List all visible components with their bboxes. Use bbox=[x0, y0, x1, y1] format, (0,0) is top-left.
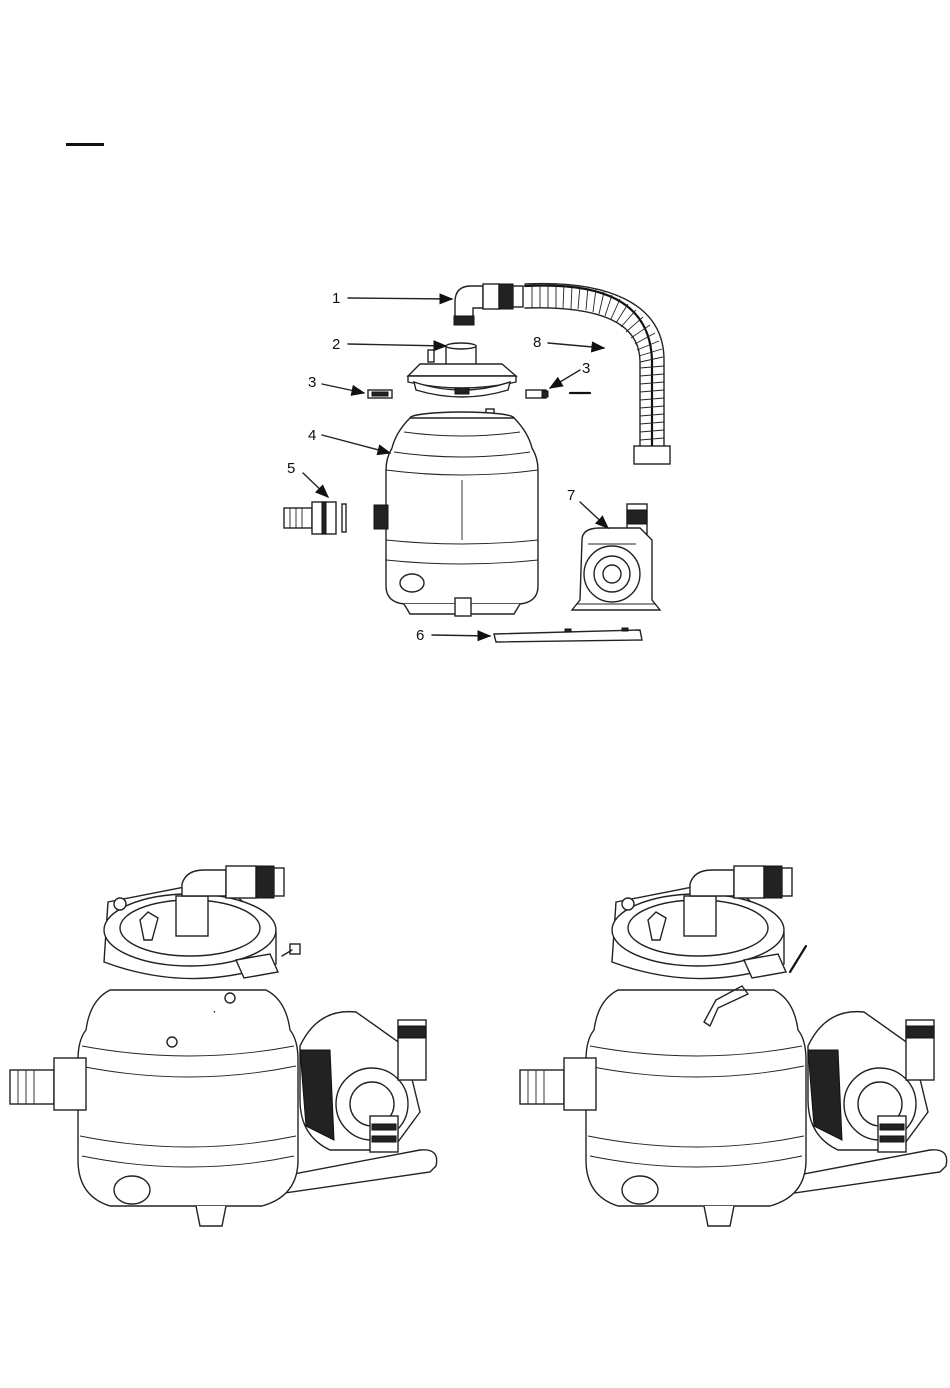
part-3-clamp-right bbox=[526, 390, 590, 398]
part-2-lid bbox=[408, 343, 516, 397]
callout-1: 1 bbox=[332, 290, 452, 307]
callout-3-right: 3 bbox=[550, 360, 590, 388]
callout-3-left: 3 bbox=[308, 374, 364, 393]
assembled-view-right bbox=[520, 866, 947, 1226]
callout-7: 7 bbox=[567, 487, 608, 528]
part-5-hose-connector bbox=[284, 502, 346, 534]
svg-text:1: 1 bbox=[332, 290, 340, 307]
part-8-hose bbox=[525, 284, 670, 464]
lid-left bbox=[104, 866, 300, 1003]
tank-right bbox=[520, 990, 806, 1226]
callout-6: 6 bbox=[416, 627, 490, 644]
svg-text:2: 2 bbox=[332, 336, 340, 353]
assembled-view-left bbox=[10, 866, 437, 1226]
callout-8: 8 bbox=[533, 334, 604, 351]
part-3-clamp-left bbox=[368, 390, 392, 398]
pump-right bbox=[808, 1012, 934, 1152]
svg-text:6: 6 bbox=[416, 627, 424, 644]
exploded-view: 1 2 3 3 4 5 6 bbox=[284, 284, 670, 644]
svg-text:8: 8 bbox=[533, 334, 541, 351]
svg-text:4: 4 bbox=[308, 427, 316, 444]
svg-text:3: 3 bbox=[308, 374, 316, 391]
svg-text:7: 7 bbox=[567, 487, 575, 504]
part-6-base-plate bbox=[494, 628, 642, 642]
svg-text:3: 3 bbox=[582, 360, 590, 377]
part-1-elbow-connector bbox=[454, 284, 523, 325]
part-7-pump bbox=[572, 504, 660, 610]
part-4-filter-tank bbox=[374, 409, 538, 616]
callout-5: 5 bbox=[287, 460, 328, 497]
callout-4: 4 bbox=[308, 427, 390, 453]
tank-left bbox=[10, 990, 298, 1226]
svg-text:5: 5 bbox=[287, 460, 295, 477]
pump-left bbox=[300, 1012, 426, 1152]
